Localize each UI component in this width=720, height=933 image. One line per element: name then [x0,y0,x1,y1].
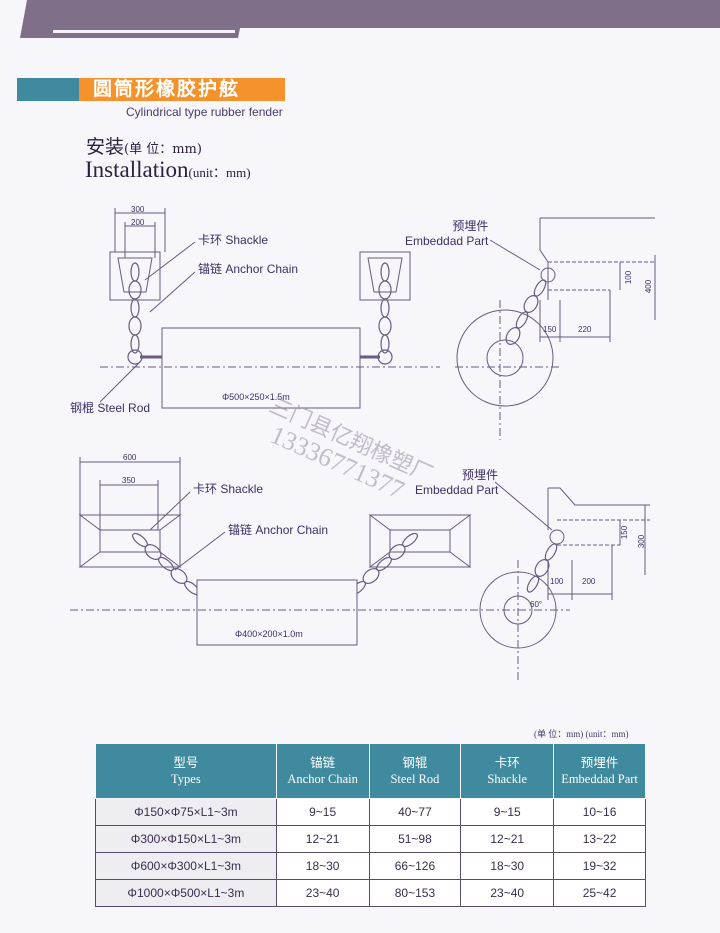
cell-embedded-part: 19~32 [553,852,646,880]
diagram-1 [99,208,656,440]
dim-400: 400 [644,279,654,294]
cell-shackle: 23~40 [460,879,555,907]
anchor-box-left [109,251,161,301]
anchor-chain-left [127,262,143,365]
title-bar: 圆筒形橡胶护舷 [17,78,285,101]
cell-anchor-chain: 18~30 [275,852,370,880]
anchor-chain-right [377,262,393,365]
dim-100-2: 100 [550,577,564,586]
section-title-en: Installation(unit：mm) [85,157,251,182]
dim-300: 300 [131,205,145,214]
label-anchor-chain-2: 锚链 Anchor Chain [228,523,329,537]
fender-roller-1 [161,327,361,409]
cell-embedded-part: 25~42 [553,879,646,907]
cell-anchor-chain: 12~21 [275,825,370,853]
cell-anchor-chain: 23~40 [275,879,370,907]
label-shackle-1: 卡环 Shackle [198,233,269,247]
dim-150-2: 150 [620,525,630,540]
section-title-cn: 安装(单 位：mm) [86,136,202,158]
title-accent [17,78,79,101]
dim-200-2: 200 [582,577,596,586]
dim-300-2: 300 [637,534,647,549]
anchor-chain-right-2 [350,532,418,596]
anchor-chain-left-2 [132,532,200,596]
fender-roller-2 [196,579,358,646]
dim-100: 100 [624,270,634,285]
dim-220: 220 [578,325,592,334]
cell-type: Φ1000×Φ500×L1~3m [95,879,277,907]
cell-embedded-part: 13~22 [553,825,646,853]
anchor-chain-diagonal-1 [505,279,547,345]
cell-shackle: 18~30 [460,852,555,880]
cell-steel-rod: 66~126 [368,852,462,880]
diagram-2 [70,457,650,680]
roller-spec-2: Φ400×200×1.0m [235,629,303,639]
cell-type: Φ150×Φ75×L1~3m [95,798,277,826]
label-anchor-chain-1: 锚链 Anchor Chain [198,262,299,276]
anchor-box-right [359,251,411,301]
cell-shackle: 9~15 [460,798,555,826]
roller-spec-1: Φ500×250×1.5m [222,392,290,402]
dim-150: 150 [543,325,557,334]
cell-type: Φ300×Φ150×L1~3m [95,825,277,853]
cell-shackle: 12~21 [460,825,555,853]
cell-type: Φ600×Φ300×L1~3m [95,852,277,880]
dim-200: 200 [131,218,145,227]
label-steel-rod: 钢棍 Steel Rod [70,401,151,415]
table-unit-note: (单 位：mm) (unit：mm) [534,729,629,739]
label-shackle-2: 卡环 Shackle [193,482,264,496]
anchor-chain-diagonal-2 [526,543,558,593]
cell-embedded-part: 10~16 [553,798,646,826]
dim-600: 600 [123,453,137,462]
cell-steel-rod: 80~153 [368,879,462,907]
dim-350: 350 [122,476,136,485]
angle-60: 60° [530,600,543,609]
cell-steel-rod: 51~98 [368,825,462,853]
page-subtitle: Cylindrical type rubber fender [126,105,283,119]
cell-anchor-chain: 9~15 [275,798,370,826]
header-band-line [53,30,235,33]
installation-diagrams [70,208,656,680]
cell-steel-rod: 40~77 [368,798,462,826]
page-title: 圆筒形橡胶护舷 [79,78,285,101]
